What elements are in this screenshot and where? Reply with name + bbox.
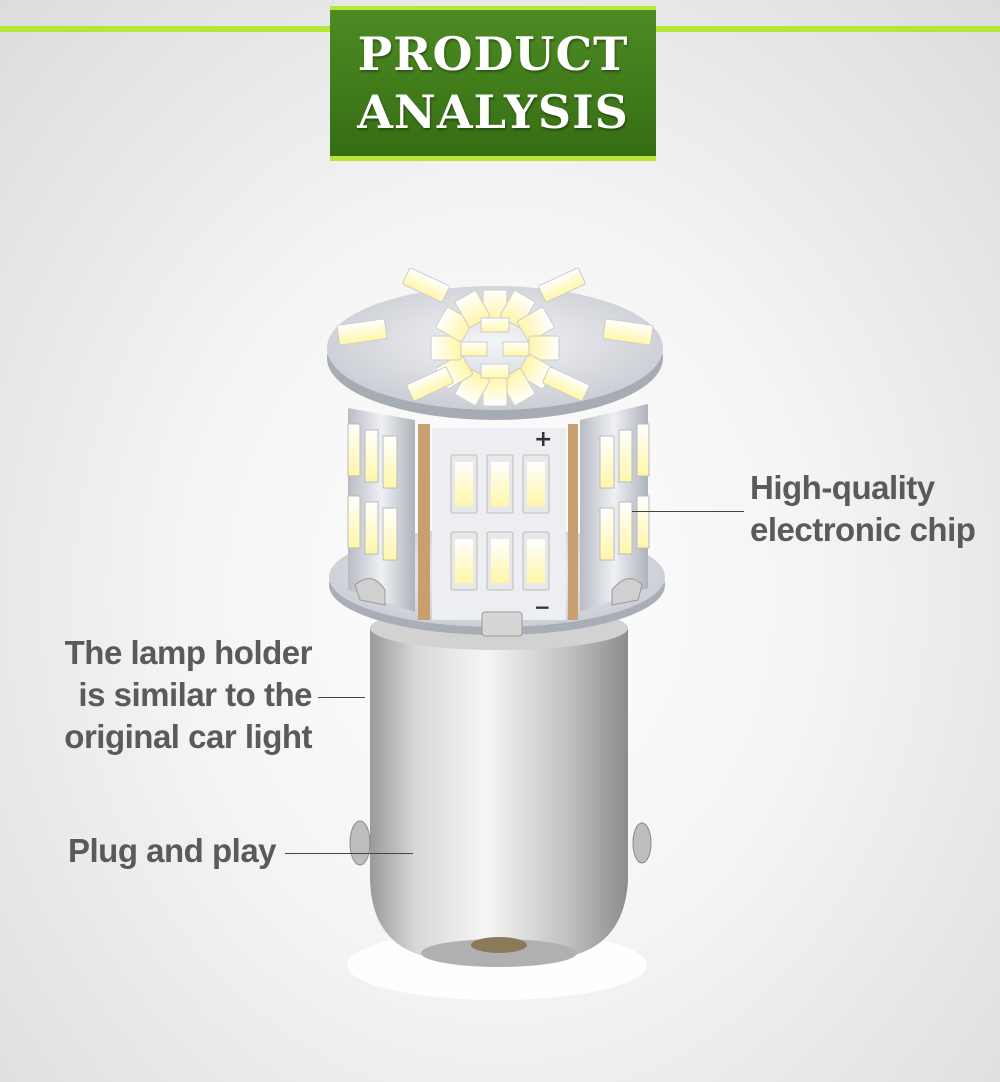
callout-electronic-chip: High-quality electronic chip xyxy=(750,467,976,551)
front-led-chips xyxy=(450,454,550,591)
metal-base xyxy=(349,606,652,967)
callout-holder-line-2: is similar to the xyxy=(78,676,312,713)
board-minus-mark: − xyxy=(534,595,551,619)
title-banner: PRODUCT ANALYSIS xyxy=(330,6,656,161)
plug-leader-line xyxy=(285,853,413,854)
left-led-chips xyxy=(347,423,398,561)
callout-plug-and-play: Plug and play xyxy=(68,832,277,869)
callout-holder-line-3: original car light xyxy=(64,718,312,755)
callout-holder-line-1: The lamp holder xyxy=(64,634,313,671)
holder-leader-line xyxy=(318,697,365,698)
callout-chip-line-1: High-quality xyxy=(750,469,935,506)
top-board xyxy=(327,286,663,410)
callout-lamp-holder: The lamp holder is similar to the origin… xyxy=(40,632,312,758)
callout-chip-line-2: electronic chip xyxy=(750,511,976,548)
banner-line-1: PRODUCT xyxy=(357,27,629,81)
chip-leader-line xyxy=(632,511,744,512)
right-led-chips xyxy=(599,423,650,561)
board-plus-mark: + xyxy=(534,427,552,452)
banner-line-2: ANALYSIS xyxy=(357,85,629,139)
top-led-chips xyxy=(336,267,654,407)
